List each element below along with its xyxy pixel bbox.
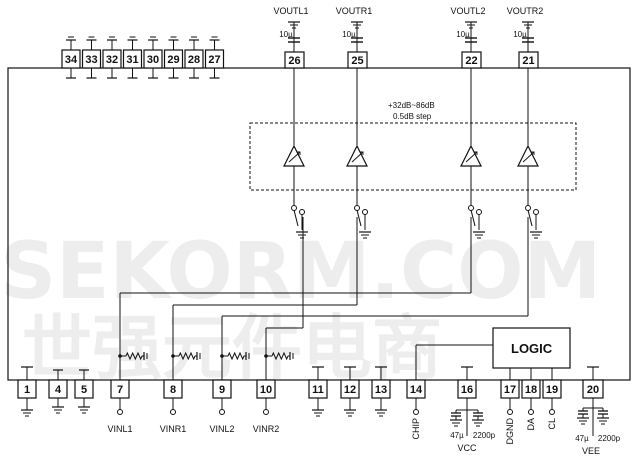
gain-block xyxy=(249,122,577,191)
capacitor-value: 2200p xyxy=(598,434,621,443)
control-pin-label: CL xyxy=(547,418,557,430)
pin-number: 30 xyxy=(147,54,159,66)
pin-number: 9 xyxy=(219,384,225,396)
amplifier-symbol xyxy=(517,144,539,167)
vee-label: VEE xyxy=(582,446,600,456)
pin-number: 33 xyxy=(85,54,97,66)
pin-number: 20 xyxy=(587,384,599,396)
pin-number: 29 xyxy=(167,54,179,66)
pin-number: 17 xyxy=(504,384,516,396)
capacitor-value: 47µ xyxy=(450,431,464,440)
output-label: VOUTR2 xyxy=(507,6,544,16)
capacitor-value: 2200p xyxy=(473,431,496,440)
switch-blade xyxy=(527,209,533,227)
switch-contact xyxy=(291,205,297,211)
resistor-symbol xyxy=(125,351,143,361)
capacitor-value: 47µ xyxy=(575,434,589,443)
output-label: VOUTL1 xyxy=(273,6,308,16)
input-label: VINL1 xyxy=(107,424,132,434)
switch-contact xyxy=(525,205,531,211)
pin-number: 31 xyxy=(126,54,138,66)
pin-terminal xyxy=(117,409,123,415)
resistor-symbol xyxy=(227,351,245,361)
pin-number: 26 xyxy=(288,55,300,67)
capacitor-value: 10µ xyxy=(456,30,470,39)
switch-contact xyxy=(476,209,482,215)
gain-range-label: +32dB~86dB xyxy=(388,101,435,110)
pin-terminal xyxy=(413,409,419,415)
switch-contact xyxy=(299,209,305,215)
input-label: VINL2 xyxy=(209,424,234,434)
pin-number: 11 xyxy=(312,384,324,396)
pin-number: 8 xyxy=(170,384,176,396)
pin-number: 21 xyxy=(522,55,534,67)
capacitor-value: 10µ xyxy=(342,30,356,39)
pin-number: 14 xyxy=(410,384,423,396)
resistor-symbol xyxy=(271,351,289,361)
switch-blade xyxy=(293,209,299,227)
watermark-text-cn: 世强元件电商 xyxy=(22,307,442,389)
capacitor-value: 10µ xyxy=(513,30,527,39)
switch-contact xyxy=(354,205,360,211)
amplifier-symbol xyxy=(460,144,482,167)
amplifier-symbol xyxy=(283,144,305,167)
watermark-text: SEKORM.COM xyxy=(0,227,601,317)
pin-terminal xyxy=(549,409,555,415)
vcc-label: VCC xyxy=(457,443,477,453)
switch-contact xyxy=(468,205,474,211)
pin-number: 7 xyxy=(117,384,123,396)
pin-number: 32 xyxy=(106,54,118,66)
pin-number: 10 xyxy=(260,384,272,396)
capacitor-value: 10µ xyxy=(279,30,293,39)
pin-number: 12 xyxy=(344,384,356,396)
switch-contact xyxy=(362,209,368,215)
switch-blade xyxy=(470,209,476,227)
control-pin-label: DGND xyxy=(505,418,515,445)
switch-blade xyxy=(356,209,362,227)
pin-number: 16 xyxy=(461,384,473,396)
control-pin-label: CHIP xyxy=(411,418,421,440)
amplifier-symbol xyxy=(346,144,368,167)
pin-terminal xyxy=(170,409,176,415)
pin-number: 34 xyxy=(65,54,78,66)
variable-gain-arrow xyxy=(351,151,364,163)
pin-number: 22 xyxy=(465,55,477,67)
pin-number: 5 xyxy=(81,384,87,396)
variable-gain-arrow xyxy=(465,151,478,163)
pin-number: 13 xyxy=(375,384,387,396)
pin-number: 28 xyxy=(188,54,200,66)
switch-contact xyxy=(533,209,539,215)
variable-gain-arrow xyxy=(288,151,301,163)
pin-terminal xyxy=(528,409,534,415)
gain-step-label: 0.5dB step xyxy=(393,112,432,121)
control-pin-label: DA xyxy=(526,418,536,431)
input-label: VINR1 xyxy=(160,424,187,434)
pin-terminal xyxy=(263,409,269,415)
input-label: VINR2 xyxy=(253,424,280,434)
pin-terminal xyxy=(507,409,513,415)
pin-number: 19 xyxy=(546,384,558,396)
pin-number: 18 xyxy=(525,384,537,396)
pin-terminal xyxy=(219,409,225,415)
pin-number: 27 xyxy=(208,54,220,66)
pin-number: 1 xyxy=(24,384,30,396)
logic-label: LOGIC xyxy=(511,341,553,356)
output-label: VOUTL2 xyxy=(450,6,485,16)
resistor-symbol xyxy=(178,351,196,361)
output-label: VOUTR1 xyxy=(336,6,373,16)
variable-gain-arrow xyxy=(522,151,535,163)
pin-number: 25 xyxy=(351,55,363,67)
pin-number: 4 xyxy=(55,384,62,396)
